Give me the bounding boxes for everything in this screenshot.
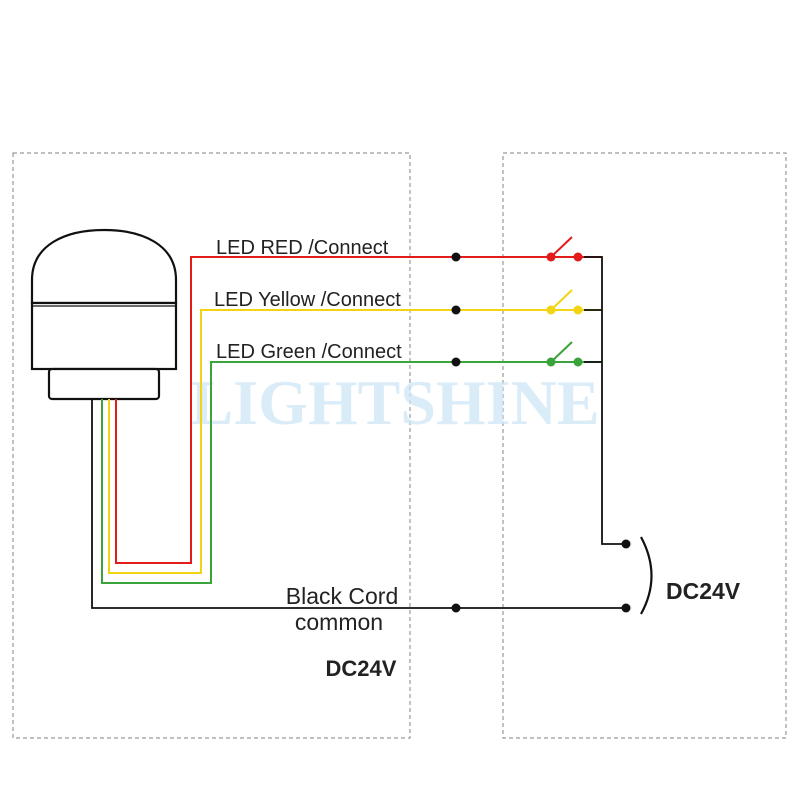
supply-terminal-positive: [621, 539, 631, 549]
wire-red: [115, 256, 602, 564]
supply-terminal-common: [621, 603, 631, 613]
lamp-body: [30, 301, 178, 371]
junction-dot-red: [451, 252, 461, 262]
label-black-cord: Black Cord: [286, 583, 398, 609]
switch-side-dashed-box: [502, 152, 787, 739]
label-lamp-voltage: DC24V: [326, 656, 397, 681]
wire-green: [101, 361, 602, 584]
switch-green: [546, 341, 583, 367]
label-common: common: [295, 609, 383, 635]
lamp-side-dashed-box: [12, 152, 411, 739]
switch-common-bus: [584, 256, 626, 545]
supply-brace: [640, 536, 653, 615]
junction-dot-green: [451, 357, 461, 367]
switch-yellow: [546, 289, 583, 315]
wire-black-common: [91, 399, 626, 609]
lamp-dome: [30, 228, 178, 305]
junction-dot-common: [451, 603, 461, 613]
watermark-text: LIGHTSHINE: [190, 367, 599, 438]
junction-dot-yellow: [451, 305, 461, 315]
label-led-red: LED RED /Connect: [216, 237, 389, 259]
switch-red: [546, 236, 583, 262]
signal-lamp: [30, 228, 178, 401]
label-supply-voltage: DC24V: [666, 578, 741, 604]
label-led-green: LED Green /Connect: [216, 341, 402, 363]
wire-yellow: [108, 309, 602, 574]
lamp-base: [47, 367, 161, 401]
label-led-yellow: LED Yellow /Connect: [214, 289, 401, 311]
